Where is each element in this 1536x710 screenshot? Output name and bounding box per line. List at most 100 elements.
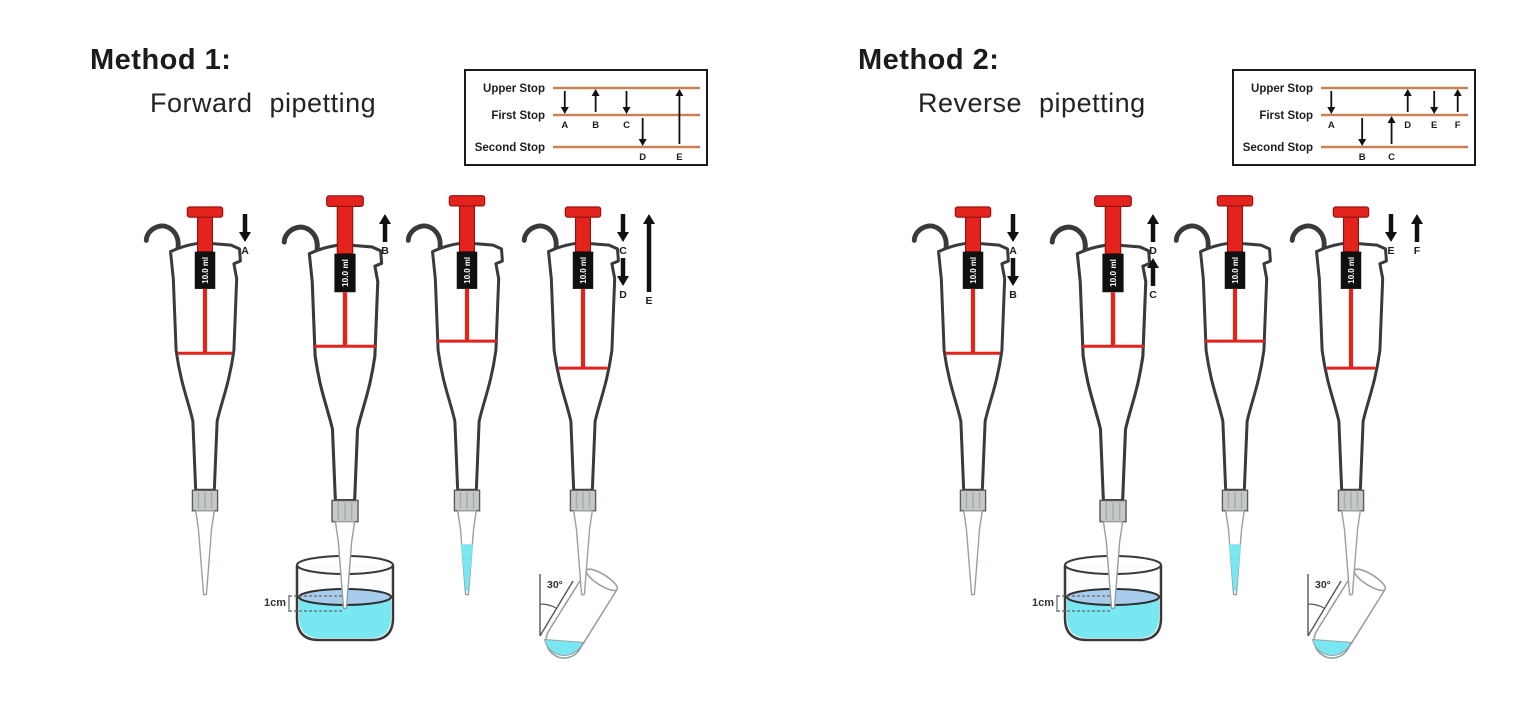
action-arrow: C xyxy=(1147,258,1159,301)
arrowhead xyxy=(638,139,647,146)
volume-value: 10.0 ml xyxy=(579,257,588,284)
arrowhead xyxy=(1147,258,1159,268)
volume-value: 10.0 ml xyxy=(1347,257,1356,284)
pipette: 10.0 ml xyxy=(405,195,504,596)
volume-value: 10.0 ml xyxy=(201,257,210,284)
volume-display xyxy=(194,251,216,289)
stop-label: First Stop xyxy=(491,110,545,122)
panel-subtitle: Forward pipetting xyxy=(150,88,377,118)
action-arrow: A xyxy=(1007,214,1019,257)
pipette: 10.0 ml xyxy=(281,195,384,610)
action-arrow: E xyxy=(1385,214,1397,257)
plunger-button xyxy=(1332,206,1370,218)
action-arrow: F xyxy=(1411,214,1423,257)
arrow-label: E xyxy=(1387,245,1394,257)
arrow-label: D xyxy=(1149,245,1157,257)
angle-arc xyxy=(539,603,557,609)
plunger-stem xyxy=(458,202,476,253)
beaker-liquid xyxy=(299,597,391,638)
arrowhead xyxy=(379,214,391,224)
arrowhead xyxy=(1007,232,1019,242)
volume-value: 10.0 ml xyxy=(969,257,978,284)
tube-body xyxy=(1313,569,1386,659)
arrowhead xyxy=(1453,89,1462,96)
volume-value: 10.0 ml xyxy=(1109,259,1118,287)
plunger-stem xyxy=(574,213,592,253)
tip-liquid xyxy=(1229,544,1241,591)
arrow-label: E xyxy=(1431,120,1437,131)
pipette: 10.0 ml xyxy=(1049,195,1152,610)
tip-liquid xyxy=(461,544,473,591)
arrow-label: B xyxy=(592,120,599,131)
test-tube xyxy=(1311,568,1387,659)
stop-label: Upper Stop xyxy=(483,83,545,95)
pipette-tip xyxy=(572,510,594,596)
plunger-button xyxy=(326,195,364,208)
tube-body xyxy=(545,569,618,659)
pipette: 10.0 ml xyxy=(1289,206,1388,596)
finger-hook xyxy=(1049,224,1088,253)
plunger-button xyxy=(1216,195,1254,207)
test-tube xyxy=(543,568,619,659)
tube-liquid xyxy=(543,638,584,656)
volume-display xyxy=(1340,251,1362,289)
arrow-label: F xyxy=(1455,120,1461,131)
tube-liquid xyxy=(1311,638,1352,656)
plunger-button xyxy=(954,206,992,218)
finger-hook xyxy=(281,224,320,253)
arrow-label: E xyxy=(676,152,682,163)
arrow-label: A xyxy=(561,120,568,131)
action-arrow: D xyxy=(617,258,629,301)
action-arrow: E xyxy=(643,214,655,307)
angle-label: 30° xyxy=(1315,579,1331,591)
volume-display xyxy=(334,253,356,293)
arrowhead xyxy=(1007,276,1019,286)
volume-value: 10.0 ml xyxy=(341,259,350,287)
arrowhead xyxy=(1327,107,1336,114)
arrow-label: A xyxy=(1328,120,1335,131)
arrowhead xyxy=(675,89,684,96)
pipette-tip xyxy=(194,510,216,596)
arrowhead xyxy=(1387,116,1396,123)
finger-hook xyxy=(405,223,443,251)
action-arrow: D xyxy=(1147,214,1159,257)
panel-subtitle: Reverse pipetting xyxy=(918,88,1146,118)
arrow-label: F xyxy=(1414,245,1421,257)
arrow-label: C xyxy=(623,120,630,131)
depth-label: 1cm xyxy=(264,597,286,609)
arrow-label: C xyxy=(1388,152,1395,163)
finger-hook xyxy=(521,223,559,251)
pipette-tip xyxy=(1102,520,1124,610)
arrow-label: B xyxy=(1009,289,1017,301)
plunger-stem xyxy=(1226,202,1244,253)
arrow-label: A xyxy=(1009,245,1017,257)
pipette: 10.0 ml xyxy=(521,206,620,596)
volume-display xyxy=(456,251,478,289)
panel-title: Method 1: xyxy=(90,44,232,76)
action-arrow: C xyxy=(617,214,629,257)
arrow-label: E xyxy=(645,295,652,307)
pipette-tip xyxy=(1340,510,1362,596)
arrow-label: D xyxy=(619,289,627,301)
action-arrow: B xyxy=(1007,258,1019,301)
finger-hook xyxy=(143,223,181,251)
volume-value: 10.0 ml xyxy=(463,257,472,284)
volume-display xyxy=(1102,253,1124,293)
plunger-button xyxy=(448,195,486,207)
arrowhead xyxy=(1385,232,1397,242)
plunger-button xyxy=(564,206,602,218)
arrow-label: A xyxy=(241,245,249,257)
arrow-label: C xyxy=(619,245,627,257)
plunger-stem xyxy=(1342,213,1360,253)
arrow-label: D xyxy=(1404,120,1411,131)
finger-hook xyxy=(911,223,949,251)
arrow-label: D xyxy=(639,152,646,163)
depth-annotation: 1cm xyxy=(264,595,344,612)
arrow-label: C xyxy=(1149,289,1157,301)
